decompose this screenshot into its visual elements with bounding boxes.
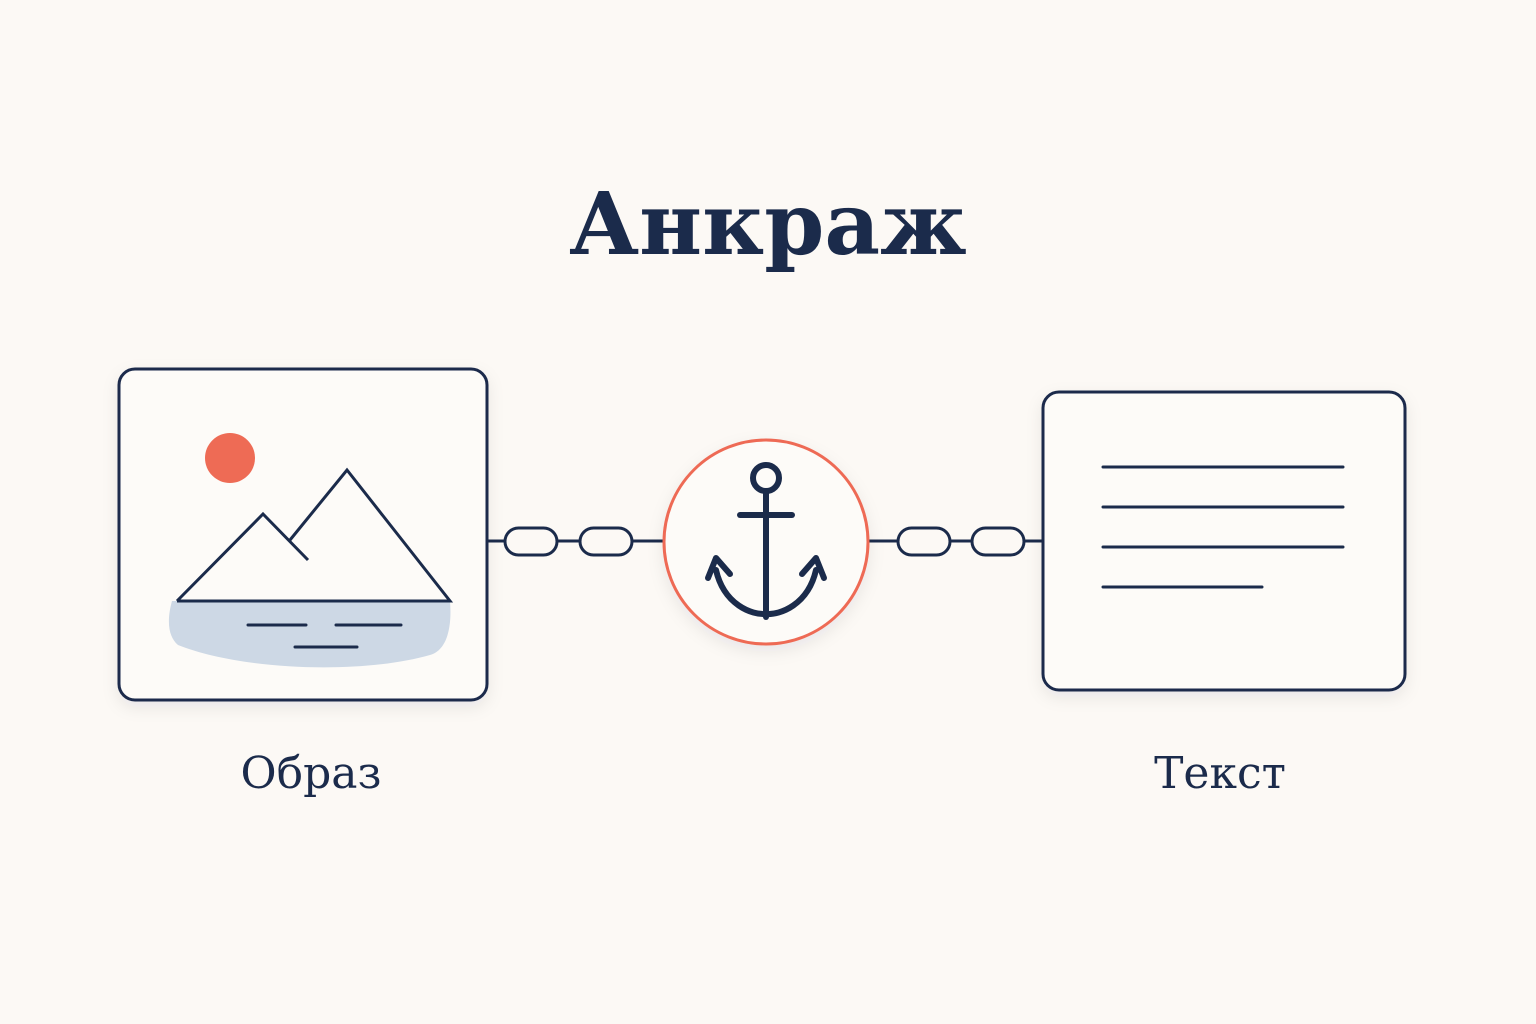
anchor-node xyxy=(662,438,870,646)
anchor-icon xyxy=(705,462,827,620)
text-node xyxy=(1041,390,1407,692)
image-node xyxy=(117,367,489,702)
image-label: Образ xyxy=(241,748,382,799)
landscape-icon xyxy=(168,433,454,668)
chain-right xyxy=(867,526,1043,557)
sun-icon xyxy=(205,433,255,483)
water-icon xyxy=(168,601,451,668)
text-lines-icon xyxy=(1101,465,1345,589)
diagram-title: Анкраж xyxy=(569,174,967,275)
chain-left xyxy=(487,526,665,557)
text-card xyxy=(1041,390,1407,692)
text-label: Текст xyxy=(1154,748,1286,799)
mountains-icon xyxy=(175,511,310,603)
